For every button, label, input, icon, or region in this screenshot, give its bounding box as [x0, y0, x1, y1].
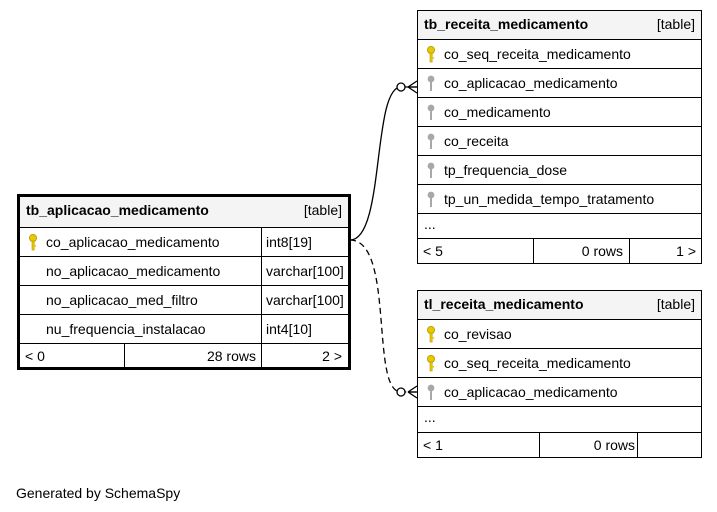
children-link[interactable]: 2 > [322, 348, 342, 364]
table-kind-label: [table] [656, 16, 695, 32]
column-row: co_seq_receita_medicamento [418, 40, 701, 69]
foreign-key-icon [427, 133, 435, 149]
foreign-key-icon [427, 191, 435, 207]
table-header: tb_aplicacao_medicamento [table] [20, 197, 348, 228]
column-name: no_aplicacao_medicamento [46, 263, 221, 279]
more-columns-ellipsis: ... [424, 409, 436, 425]
column-row: co_medicamento [418, 98, 701, 127]
edge-aplicacao-to-tl-receita-circle [396, 387, 406, 397]
parents-link[interactable]: < 0 [25, 348, 45, 364]
more-columns-ellipsis: ... [424, 216, 436, 232]
table-footer: < 1 0 rows [418, 433, 701, 457]
primary-key-icon [427, 46, 435, 63]
column-row: co_aplicacao_medicamento [418, 69, 701, 98]
parents-link[interactable]: < 5 [423, 243, 443, 259]
column-row: co_aplicacao_medicamento int8[19] [20, 228, 348, 257]
column-row: tp_un_medida_tempo_tratamento [418, 185, 701, 214]
table-footer: < 0 28 rows 2 > [20, 344, 348, 367]
column-row: co_receita [418, 127, 701, 156]
column-name: co_aplicacao_medicamento [444, 384, 618, 400]
column-name: co_medicamento [444, 104, 551, 120]
table-tb-aplicacao-medicamento[interactable]: tb_aplicacao_medicamento [table] co_apli… [17, 194, 351, 370]
table-name: tl_receita_medicamento [424, 296, 584, 312]
edge-aplicacao-to-receita [349, 86, 417, 241]
table-name: tb_receita_medicamento [424, 16, 589, 32]
column-row: no_aplicacao_medicamento varchar[100] [20, 257, 348, 286]
column-name: co_aplicacao_medicamento [46, 234, 220, 250]
column-name: co_revisao [444, 326, 512, 342]
column-name: no_aplicacao_med_filtro [46, 292, 198, 308]
row-count: 28 rows [206, 348, 256, 364]
ellipsis-row: ... [418, 214, 701, 239]
column-row: co_aplicacao_medicamento [418, 378, 701, 407]
column-row: tp_frequencia_dose [418, 156, 701, 185]
edge-aplicacao-to-tl-receita-crowfoot [407, 385, 418, 399]
table-kind-label: [table] [303, 202, 342, 218]
column-name: nu_frequencia_instalacao [46, 321, 206, 337]
row-count: 0 rows [593, 437, 635, 453]
column-row: co_revisao [418, 320, 701, 349]
table-header: tl_receita_medicamento [table] [418, 291, 701, 320]
column-row: co_seq_receita_medicamento [418, 349, 701, 378]
column-row: nu_frequencia_instalacao int4[10] [20, 315, 348, 344]
column-name: tp_frequencia_dose [444, 162, 567, 178]
primary-key-icon [427, 355, 435, 372]
row-count: 0 rows [581, 243, 623, 259]
primary-key-icon [29, 234, 37, 251]
table-header: tb_receita_medicamento [table] [418, 11, 701, 40]
column-type: varchar[100] [266, 292, 344, 308]
column-name: co_receita [444, 133, 509, 149]
edge-aplicacao-to-receita-circle [396, 82, 406, 92]
table-name: tb_aplicacao_medicamento [26, 202, 209, 218]
column-name: tp_un_medida_tempo_tratamento [444, 191, 655, 207]
foreign-key-icon [427, 75, 435, 91]
primary-key-icon [427, 326, 435, 343]
foreign-key-icon [427, 104, 435, 120]
column-type: int8[19] [266, 234, 312, 250]
edge-aplicacao-to-tl-receita [349, 239, 417, 393]
table-kind-label: [table] [656, 296, 695, 312]
table-tb-receita-medicamento[interactable]: tb_receita_medicamento [table] co_seq_re… [417, 10, 702, 264]
foreign-key-icon [427, 384, 435, 400]
edge-aplicacao-to-receita-crowfoot [407, 80, 418, 94]
column-name: co_seq_receita_medicamento [444, 46, 631, 62]
column-type: int4[10] [266, 321, 312, 337]
parents-link[interactable]: < 1 [423, 437, 443, 453]
column-name: co_seq_receita_medicamento [444, 355, 631, 371]
column-name: co_aplicacao_medicamento [444, 75, 618, 91]
foreign-key-icon [427, 162, 435, 178]
table-footer: < 5 0 rows 1 > [418, 239, 701, 263]
column-row: no_aplicacao_med_filtro varchar[100] [20, 286, 348, 315]
ellipsis-row: ... [418, 407, 701, 433]
generator-credit: Generated by SchemaSpy [16, 485, 181, 501]
children-link[interactable]: 1 > [676, 243, 696, 259]
column-type: varchar[100] [266, 263, 344, 279]
table-tl-receita-medicamento[interactable]: tl_receita_medicamento [table] co_revisa… [417, 290, 702, 458]
